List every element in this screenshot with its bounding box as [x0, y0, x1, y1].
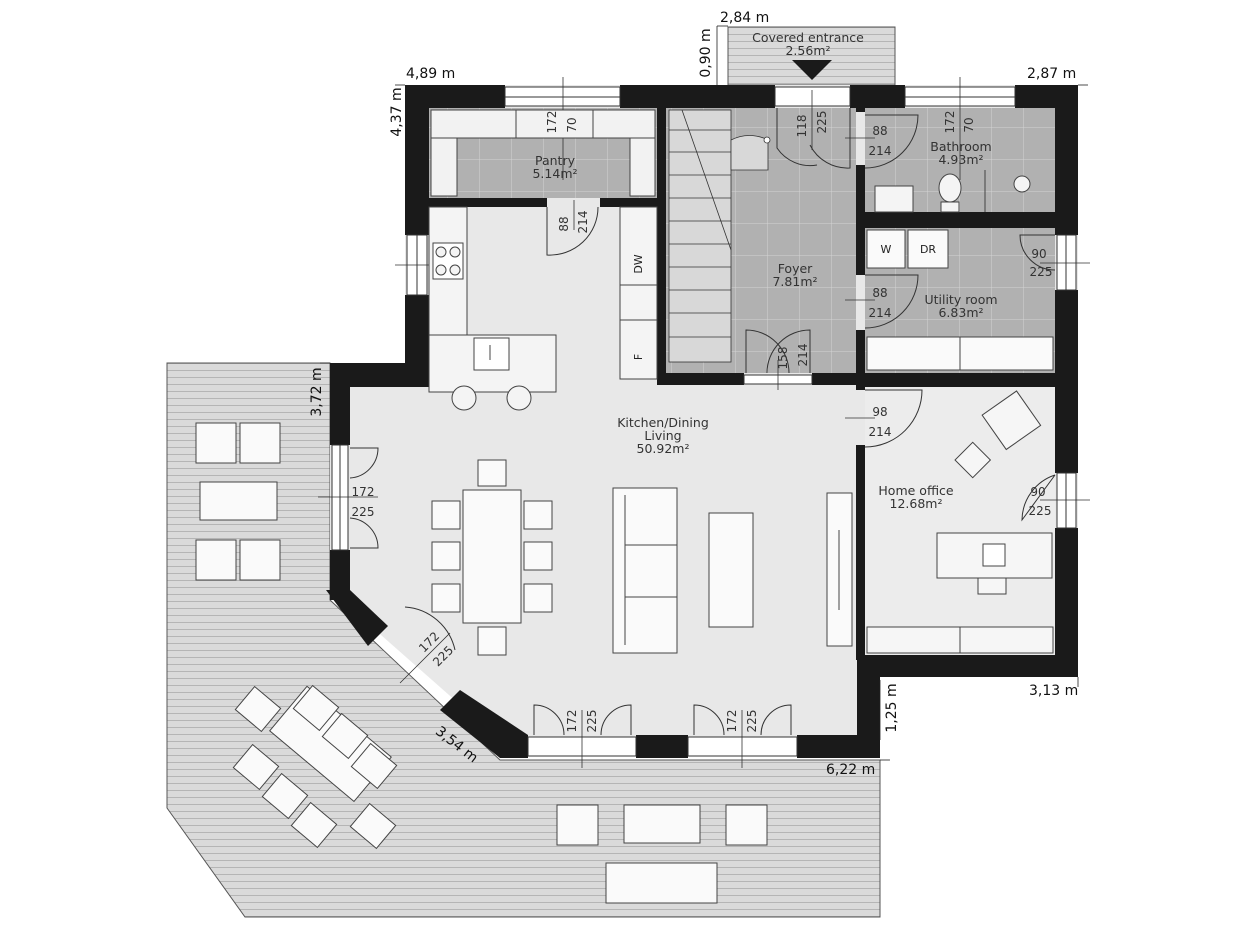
dishwasher-label: DW	[632, 254, 645, 273]
living-name: Living	[644, 428, 681, 443]
entrance-door-height: 225	[815, 111, 829, 134]
pantry-window-height: 70	[565, 117, 579, 132]
bottom-door-2-width: 172	[725, 710, 739, 733]
office-window-height: 225	[1029, 504, 1052, 518]
office-furniture	[866, 390, 1054, 654]
office-door-height: 214	[869, 425, 892, 439]
foyer-door-height: 214	[796, 344, 810, 367]
pantry-door-height: 214	[576, 211, 590, 234]
dim-entrance-depth: 0,90 m	[698, 28, 714, 77]
utility-window-height: 225	[1030, 265, 1053, 279]
pantry-door-width: 88	[557, 216, 571, 231]
kitchen-name: Kitchen/Dining	[617, 415, 709, 430]
utility-door-width: 88	[872, 286, 887, 300]
terrace-furniture	[195, 422, 768, 904]
bathroom-fixtures	[874, 170, 1031, 213]
utility-window-width: 90	[1031, 247, 1046, 261]
foyer-area: 7.81m²	[772, 274, 817, 289]
staircase	[668, 109, 771, 363]
covered-entrance-name: Covered entrance	[752, 30, 864, 45]
bathroom-name: Bathroom	[930, 139, 991, 154]
office-name: Home office	[878, 483, 953, 498]
utility-area: 6.83m²	[938, 305, 983, 320]
opening-axis-lines	[318, 77, 1090, 768]
bath-door-width: 88	[872, 124, 887, 138]
dim-entrance-width: 2,84 m	[720, 10, 769, 26]
dryer-label: DR	[920, 243, 936, 256]
bathroom-area: 4.93m²	[938, 152, 983, 167]
dim-office-right: 3,13 m	[1029, 683, 1078, 699]
kitchen-counters	[428, 206, 658, 411]
bath-window-width: 172	[943, 111, 957, 134]
dim-top-left: 4,89 m	[406, 66, 455, 82]
entrance-door-width: 118	[795, 115, 809, 138]
opening-labels: 172 70 172 70 118 225 88 214 88 214 88 2…	[352, 111, 1053, 733]
living-door-height: 225	[352, 505, 375, 519]
office-area: 12.68m²	[890, 496, 943, 511]
interior-walls	[429, 108, 1055, 660]
door-swings	[349, 108, 1056, 736]
dim-right-low: 1,25 m	[884, 683, 900, 732]
exterior-walls	[326, 85, 1078, 758]
bottom-door-1-height: 225	[585, 710, 599, 733]
living-door-width: 172	[352, 485, 375, 499]
foyer-name: Foyer	[778, 261, 813, 276]
dim-left-upper: 4,37 m	[389, 87, 405, 136]
pantry-shelves	[430, 109, 656, 197]
dim-top-right: 2,87 m	[1027, 66, 1076, 82]
kitchen-area: 50.92m²	[637, 441, 690, 456]
living-set	[612, 487, 853, 654]
pantry-name: Pantry	[535, 153, 576, 168]
fridge-label: F	[632, 354, 645, 360]
office-door-width: 98	[872, 405, 887, 419]
utility-appliances	[866, 229, 1054, 371]
dim-bottom-right: 6,22 m	[826, 762, 875, 778]
pantry-window-width: 172	[545, 111, 559, 134]
office-window-width: 90	[1030, 485, 1045, 499]
bath-door-height: 214	[869, 144, 892, 158]
dimension-lines	[320, 25, 1088, 761]
covered-entrance-area: 2.56m²	[785, 43, 830, 58]
bottom-door-1-width: 172	[565, 710, 579, 733]
dining-set	[431, 459, 553, 656]
bottom-door-2-height: 225	[745, 710, 759, 733]
foyer-door-width: 158	[776, 347, 790, 370]
utility-name: Utility room	[924, 292, 997, 307]
dim-left-mid: 3,72 m	[309, 367, 325, 416]
washer-label: W	[881, 243, 892, 256]
bath-window-height: 70	[962, 117, 976, 132]
dim-diagonal: 3,54 m	[432, 723, 481, 766]
pantry-area: 5.14m²	[532, 166, 577, 181]
entrance-arrow-icon	[792, 60, 832, 80]
utility-door-height: 214	[869, 306, 892, 320]
